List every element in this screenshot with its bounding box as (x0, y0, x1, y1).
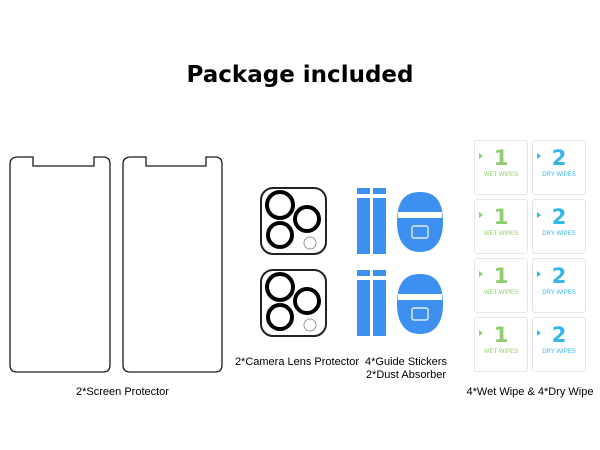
wipe-number: 1 (493, 323, 509, 347)
guide-stickers (357, 188, 386, 254)
stickers-caption: 4*Guide Stickers 2*Dust Absorber (356, 356, 456, 382)
tear-notch-icon (479, 330, 483, 336)
lens-ring (266, 303, 294, 331)
wipe-number: 2 (551, 264, 567, 288)
wipe-number: 2 (551, 323, 567, 347)
screen-protector-outline-2 (122, 156, 223, 373)
wipe-label: WET WIPES (483, 172, 519, 178)
wipe-label: DRY WIPES (542, 349, 576, 355)
wipe-label: DRY WIPES (542, 172, 576, 178)
lens-flash (303, 318, 317, 332)
tear-notch-icon (479, 212, 483, 218)
tear-notch-icon (537, 271, 541, 277)
stickers-caption-line2: 2*Dust Absorber (365, 369, 447, 381)
tear-notch-icon (479, 271, 483, 277)
lens-ring (266, 221, 294, 249)
lens-ring (293, 287, 321, 315)
camera-lens-caption: 2*Camera Lens Protector (234, 356, 360, 368)
wipe-number: 1 (493, 264, 509, 288)
screen-protector-outline-1 (9, 156, 111, 373)
camera-lens-protector-1 (260, 187, 327, 255)
dust-absorber (397, 192, 443, 252)
stickers-caption-line1: 4*Guide Stickers (365, 356, 447, 368)
wipe-label: DRY WIPES (542, 231, 576, 237)
wipe-number: 2 (551, 205, 567, 229)
wipe-number: 1 (493, 146, 509, 170)
wipe-label: WET WIPES (483, 231, 519, 237)
tear-notch-icon (479, 153, 483, 159)
sticker-set-2 (356, 270, 444, 340)
tear-notch-icon (537, 153, 541, 159)
page-title: Package included (186, 62, 414, 88)
screen-protector-caption: 2*Screen Protector (76, 386, 169, 398)
wipe-number: 2 (551, 146, 567, 170)
dust-absorber (397, 274, 443, 334)
wipes-caption: 4*Wet Wipe & 4*Dry Wipe (466, 386, 594, 398)
wipe-label: WET WIPES (483, 290, 519, 296)
lens-ring (265, 272, 295, 302)
wipe-number: 1 (493, 205, 509, 229)
wipe-label: DRY WIPES (542, 290, 576, 296)
guide-stickers (357, 270, 386, 336)
camera-lens-protector-2 (260, 269, 327, 337)
wipe-label: WET WIPES (483, 349, 519, 355)
lens-ring (293, 205, 321, 233)
lens-flash (303, 236, 317, 250)
tear-notch-icon (537, 330, 541, 336)
lens-ring (265, 190, 295, 220)
sticker-set-1 (356, 188, 444, 258)
tear-notch-icon (537, 212, 541, 218)
